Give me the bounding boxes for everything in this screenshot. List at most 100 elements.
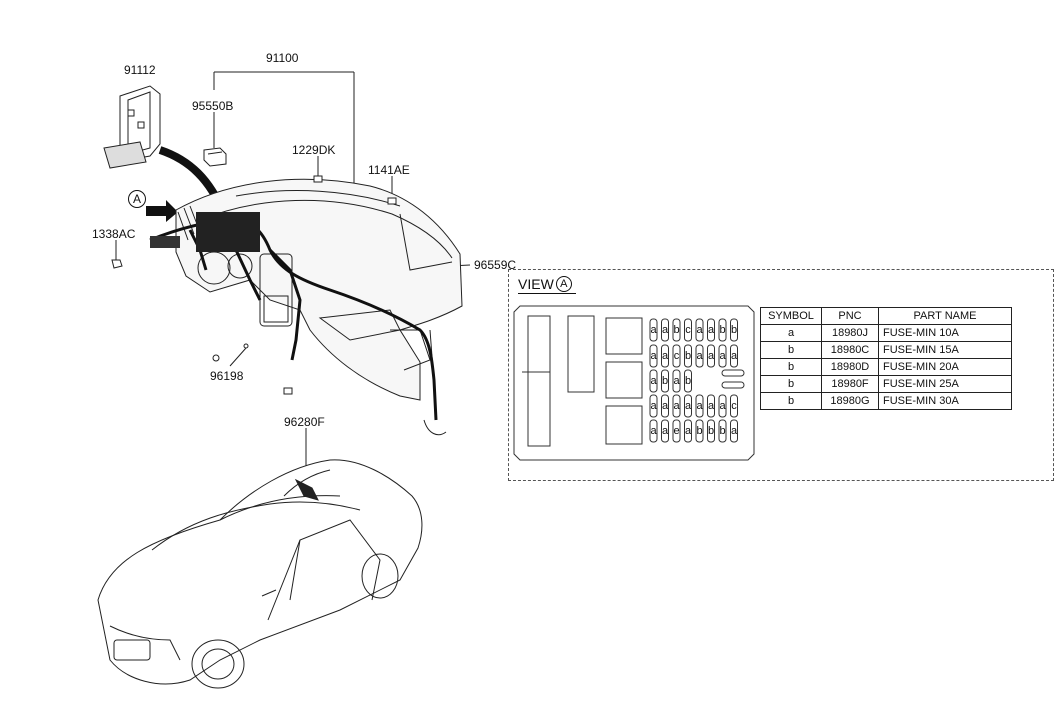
fuse-symbol-label: c (685, 324, 691, 336)
fuse-slot (661, 369, 669, 393)
fuse-symbol-label: a (685, 425, 692, 437)
cell-pnc: 18980F (821, 375, 879, 393)
fuse-slot (695, 419, 704, 443)
harness-junction-block (150, 212, 260, 252)
fuse-symbol-label: b (662, 375, 668, 387)
table-row: b 18980C FUSE-MIN 15A (760, 341, 1012, 359)
fuse-symbol-label: b (685, 375, 691, 387)
fuse-slot (672, 344, 681, 368)
fuse-symbol-label: b (696, 425, 702, 437)
fuse-symbol-label: a (719, 350, 726, 362)
fuse-symbol-label: a (696, 350, 703, 362)
fuse-slot (672, 419, 681, 443)
fuse-slot (649, 344, 658, 368)
callout-91100: 91100 (266, 51, 299, 65)
cell-symbol: b (760, 375, 822, 393)
fuse-slot (718, 394, 727, 418)
fuse-slot (695, 344, 704, 368)
fuse-symbol-label: a (708, 400, 715, 412)
view-title-underline (518, 293, 576, 294)
fuse-symbol-label: b (719, 425, 725, 437)
fuse-slot (684, 318, 692, 342)
cell-part-name: FUSE-MIN 10A (878, 324, 1012, 342)
fuse-slot (718, 318, 727, 342)
fuse-slot (730, 419, 738, 443)
fuse-symbol-label: a (673, 375, 680, 387)
cell-symbol: b (760, 392, 822, 410)
cell-part-name: FUSE-MIN 30A (878, 392, 1012, 410)
table-row: b 18980G FUSE-MIN 30A (760, 392, 1012, 410)
fuse-slot (707, 318, 715, 342)
callout-95550B: 95550B (192, 99, 234, 113)
table-row: b 18980D FUSE-MIN 20A (760, 358, 1012, 376)
callout-1229DK: 1229DK (292, 143, 336, 157)
cell-part-name: FUSE-MIN 20A (878, 358, 1012, 376)
table-header-row: SYMBOL PNC PART NAME (760, 307, 1012, 325)
fuse-symbol-label: b (708, 425, 714, 437)
fuse-slot (649, 369, 658, 393)
fuse-panel-outline (513, 305, 755, 461)
view-a-frame (508, 269, 1054, 481)
fuse-symbol-label: a (650, 375, 657, 387)
car-illustration (97, 459, 423, 689)
fuse-symbol-label: a (731, 425, 738, 437)
fuse-symbol-label: a (696, 400, 703, 412)
cell-pnc: 18980C (821, 341, 879, 359)
fuse-symbol-label: a (673, 400, 680, 412)
fuse-slot (684, 419, 692, 443)
fuse-slot (707, 394, 715, 418)
fuse-symbol-label: e (673, 425, 679, 437)
callout-91112: 91112 (124, 63, 156, 77)
cell-symbol: a (760, 324, 822, 342)
fuse-slot (649, 318, 658, 342)
cell-pnc: 18980J (821, 324, 879, 342)
callout-1338AC: 1338AC (92, 227, 136, 241)
fuse-symbol-label: a (650, 350, 657, 362)
control-module-91112 (103, 85, 161, 169)
callout-96280F: 96280F (284, 415, 325, 429)
fuse-slot (661, 344, 669, 368)
leader-96198 (229, 347, 247, 367)
fuse-symbol-label: b (719, 324, 725, 336)
fuse-slot (684, 344, 692, 368)
view-title-text: VIEW (518, 276, 554, 292)
fuse-slot (718, 344, 727, 368)
fuse-slot (661, 394, 669, 418)
fuse-slot (672, 318, 681, 342)
fuse-slot (695, 318, 704, 342)
view-marker-a: A (128, 190, 146, 208)
fuse-slot (730, 318, 738, 342)
fuse-symbol-label: b (731, 324, 737, 336)
fuse-symbol-label: c (674, 350, 680, 362)
fuse-slot (661, 419, 669, 443)
fuse-slot (684, 394, 692, 418)
fuse-slot (649, 394, 658, 418)
fuse-slot (718, 419, 727, 443)
fuse-symbol-label: c (731, 400, 737, 412)
cell-part-name: FUSE-MIN 25A (878, 375, 1012, 393)
fuse-slot (672, 394, 681, 418)
cell-symbol: b (760, 341, 822, 359)
fuse-slot (707, 344, 715, 368)
callout-1141AE: 1141AE (368, 163, 410, 177)
fuse-symbol-label: a (650, 425, 657, 437)
fuse-symbol-label: b (673, 324, 679, 336)
fuse-slot (707, 419, 715, 443)
cell-part-name: FUSE-MIN 15A (878, 341, 1012, 359)
fuse-symbol-label: a (662, 324, 669, 336)
table-row: a 18980J FUSE-MIN 10A (760, 324, 1012, 342)
fuse-symbol-label: a (696, 324, 703, 336)
callout-96559C: 96559C (474, 258, 517, 272)
fuse-symbol-label: a (662, 400, 669, 412)
fuse-symbol-label: a (719, 400, 726, 412)
table-row: b 18980F FUSE-MIN 25A (760, 375, 1012, 393)
relay-95550B (203, 147, 227, 167)
fuse-slot (672, 369, 681, 393)
cell-pnc: 18980G (821, 392, 879, 410)
fuse-slot (684, 369, 692, 393)
fuse-symbol-label: a (708, 350, 715, 362)
fuse-symbol-label: b (685, 350, 691, 362)
cell-pnc: 18980D (821, 358, 879, 376)
